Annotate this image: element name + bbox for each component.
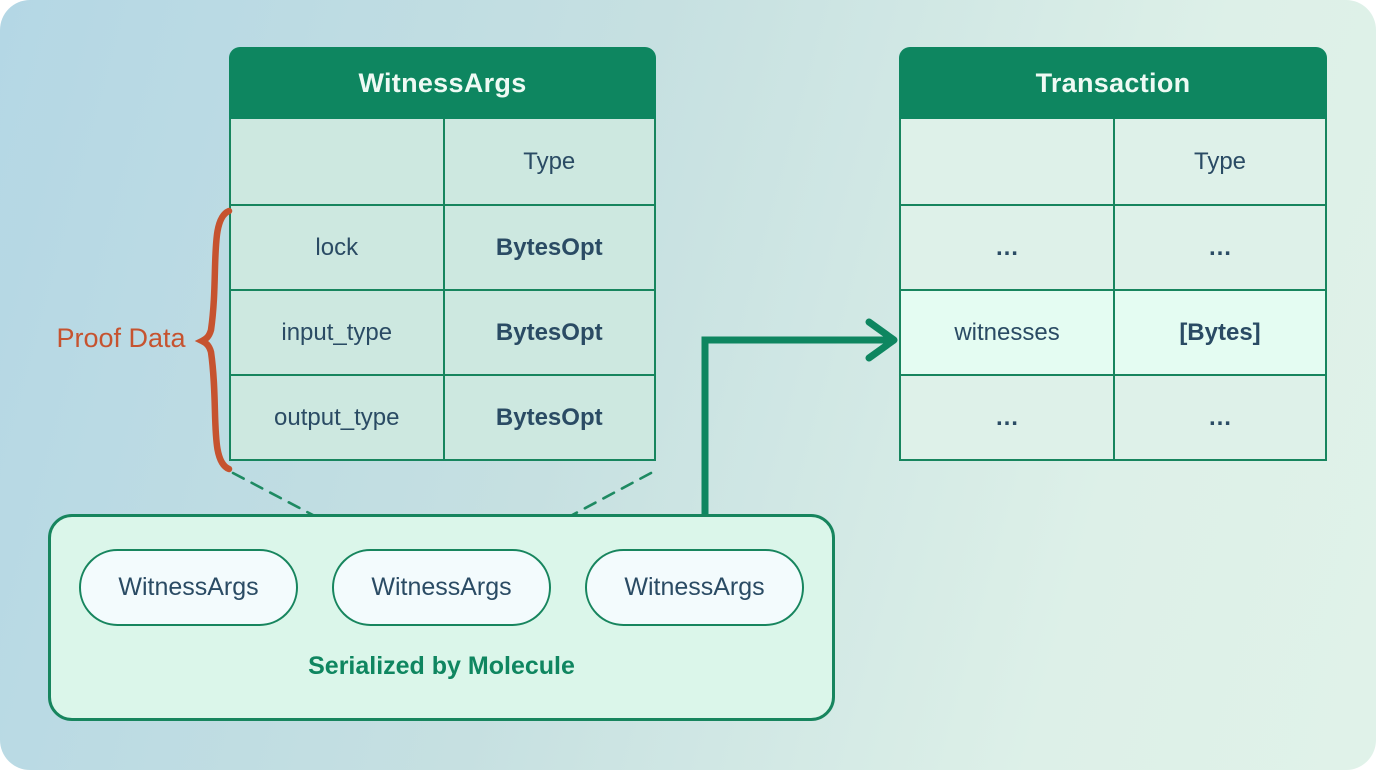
table-cell-field: input_type bbox=[231, 289, 443, 374]
type-column-header: Type bbox=[442, 119, 654, 204]
witnessargs-table-title: WitnessArgs bbox=[229, 47, 656, 119]
transaction-table-body: Type … … witnesses [Bytes] … … bbox=[899, 119, 1327, 461]
table-cell-type: … bbox=[1113, 204, 1325, 289]
type-column-header: Type bbox=[1113, 119, 1325, 204]
witnessargs-pill: WitnessArgs bbox=[332, 549, 551, 626]
transaction-table: Transaction Type … … witnesses [Bytes] …… bbox=[899, 47, 1327, 461]
proof-data-brace bbox=[194, 207, 233, 473]
table-cell-field: output_type bbox=[231, 374, 443, 459]
witnesses-arrow-line bbox=[701, 336, 890, 514]
witnessargs-pill: WitnessArgs bbox=[585, 549, 804, 626]
table-cell-blank bbox=[901, 119, 1113, 204]
table-cell-field-witnesses: witnesses bbox=[901, 289, 1113, 374]
table-cell-type: BytesOpt bbox=[442, 289, 654, 374]
witnessargs-table-body: Type lock BytesOpt input_type BytesOpt o… bbox=[229, 119, 656, 461]
table-cell-type-witnesses: [Bytes] bbox=[1113, 289, 1325, 374]
table-cell-type: BytesOpt bbox=[442, 204, 654, 289]
table-cell-blank bbox=[231, 119, 443, 204]
witnesses-arrow-head bbox=[865, 318, 898, 362]
transaction-table-title: Transaction bbox=[899, 47, 1327, 119]
pill-row: WitnessArgs WitnessArgs WitnessArgs bbox=[51, 549, 832, 626]
witnessargs-pill: WitnessArgs bbox=[79, 549, 298, 626]
table-cell-field: … bbox=[901, 204, 1113, 289]
serialized-box: WitnessArgs WitnessArgs WitnessArgs Seri… bbox=[48, 514, 835, 721]
witnessargs-table: WitnessArgs Type lock BytesOpt input_typ… bbox=[229, 47, 656, 461]
serialized-caption: Serialized by Molecule bbox=[308, 652, 575, 680]
table-cell-field: … bbox=[901, 374, 1113, 459]
table-cell-type: … bbox=[1113, 374, 1325, 459]
table-cell-field: lock bbox=[231, 204, 443, 289]
proof-data-label: Proof Data bbox=[56, 323, 186, 353]
table-cell-type: BytesOpt bbox=[442, 374, 654, 459]
